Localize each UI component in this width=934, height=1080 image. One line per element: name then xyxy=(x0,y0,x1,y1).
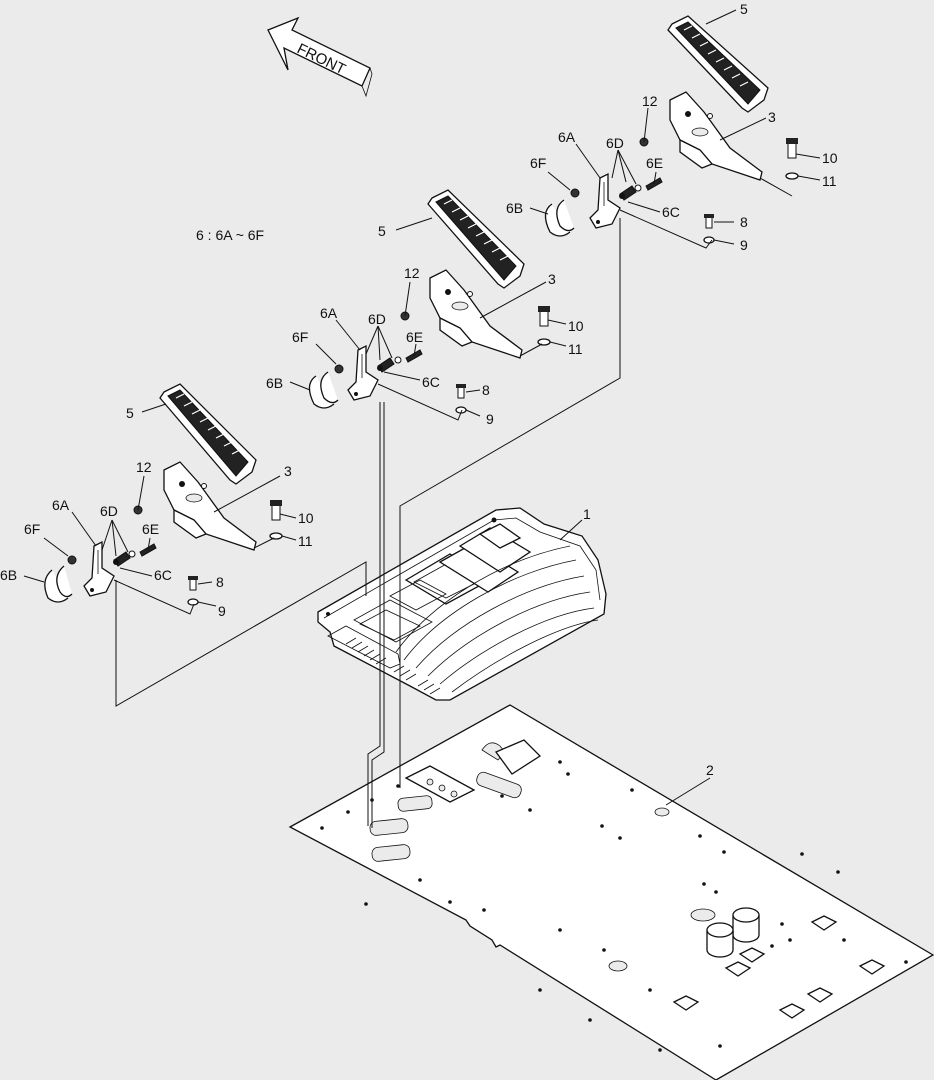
callout-left-8: 8 xyxy=(216,574,224,590)
pedal-assembly-middle: 5 3 12 10 11 6A 6D 6E 6F 6B 6C 8 9 xyxy=(266,189,584,427)
assembly-note: 6 : 6A ~ 6F xyxy=(196,227,264,243)
callout-left-6B: 6B xyxy=(0,567,17,583)
callout-middle-6C: 6C xyxy=(422,374,440,390)
callout-middle-6A: 6A xyxy=(320,305,338,321)
mounting-line-left xyxy=(115,561,367,707)
callout-middle-11: 11 xyxy=(568,341,583,357)
callout-left-11: 11 xyxy=(298,533,313,549)
callout-right-9: 9 xyxy=(740,237,748,253)
callout-left-6C: 6C xyxy=(154,567,172,583)
callout-right-6F: 6F xyxy=(530,155,546,171)
pedal-assembly-right: 5 3 12 10 11 6A 6D 6E 6F 6B 6C 8 9 xyxy=(506,1,838,253)
callout-right-11: 11 xyxy=(822,173,837,189)
callout-left-12: 12 xyxy=(136,459,152,475)
callout-middle-6E: 6E xyxy=(406,329,423,345)
callout-left-6A: 6A xyxy=(52,497,70,513)
callout-left-6D: 6D xyxy=(100,503,118,519)
callout-middle-9: 9 xyxy=(486,411,494,427)
callout-2: 2 xyxy=(706,762,714,778)
callout-middle-10: 10 xyxy=(568,318,584,334)
callout-left-3: 3 xyxy=(284,463,292,479)
callout-left-6F: 6F xyxy=(24,521,40,537)
callout-right-10: 10 xyxy=(822,150,838,166)
callout-left-10: 10 xyxy=(298,510,314,526)
callout-right-5: 5 xyxy=(740,1,748,17)
callout-left-6E: 6E xyxy=(142,521,159,537)
callout-right-12: 12 xyxy=(642,93,658,109)
mounting-line-right xyxy=(399,218,621,788)
callout-left-5: 5 xyxy=(126,405,134,421)
pedal-assembly-left: 5 3 12 10 11 6A 6D 6E 6F 6B 6C 8 9 xyxy=(0,383,314,619)
callout-right-6E: 6E xyxy=(646,155,663,171)
front-arrow: FRONT xyxy=(267,16,373,98)
callout-right-3: 3 xyxy=(768,109,776,125)
callout-right-6D: 6D xyxy=(606,135,624,151)
floor-mat: 1 xyxy=(317,506,607,701)
callout-middle-6B: 6B xyxy=(266,375,283,391)
callout-left-9: 9 xyxy=(218,603,226,619)
floor-plate: 2 xyxy=(288,704,934,1080)
callout-right-6C: 6C xyxy=(662,204,680,220)
callout-middle-8: 8 xyxy=(482,382,490,398)
callout-right-8: 8 xyxy=(740,214,748,230)
callout-right-6A: 6A xyxy=(558,129,576,145)
callout-1: 1 xyxy=(583,506,591,522)
mounting-line-mid xyxy=(367,402,381,826)
callout-middle-12: 12 xyxy=(404,265,420,281)
callout-middle-3: 3 xyxy=(548,271,556,287)
callout-right-6B: 6B xyxy=(506,200,523,216)
callout-middle-6F: 6F xyxy=(292,329,308,345)
callout-middle-5: 5 xyxy=(378,223,386,239)
mounting-line-mid-2 xyxy=(371,402,385,828)
callout-middle-6D: 6D xyxy=(368,311,386,327)
